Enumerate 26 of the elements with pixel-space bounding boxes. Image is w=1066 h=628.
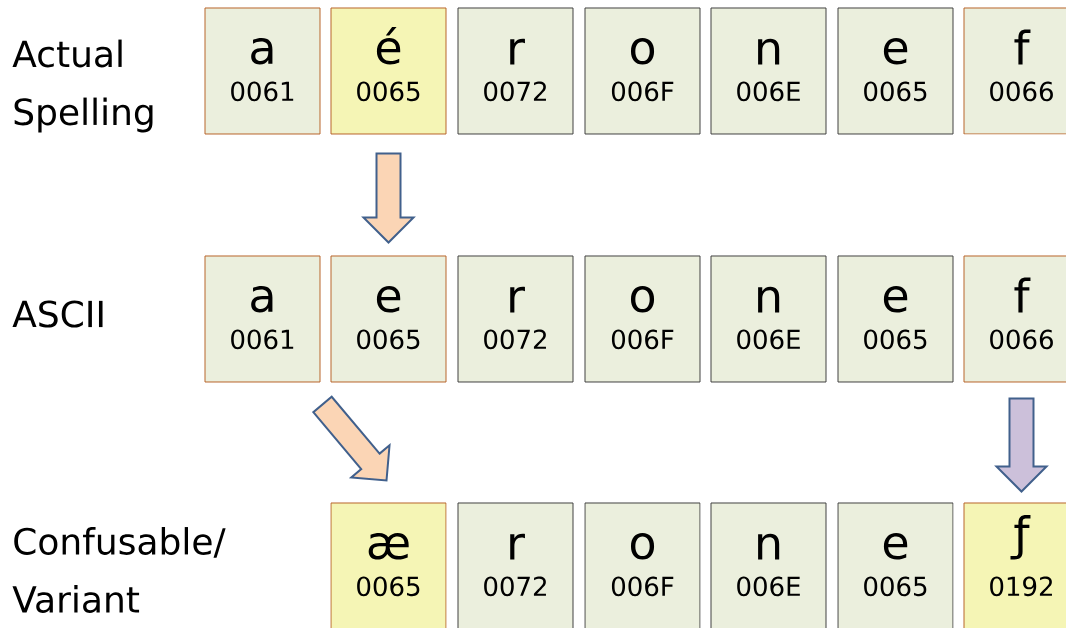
- row-label: ASCII: [12, 300, 103, 328]
- character-tile: n 006E: [710, 502, 827, 628]
- character-tile: e 0065: [837, 502, 954, 628]
- block-arrow: [994, 397, 1049, 493]
- character-tile: r 0072: [457, 502, 574, 628]
- character-tile: o 006F: [584, 7, 701, 135]
- character-tile: f 0066: [963, 7, 1066, 135]
- character-tile: a 0061: [204, 7, 321, 135]
- row-label: Actual Spelling: [12, 39, 153, 133]
- character-tile: a 0061: [204, 255, 321, 383]
- character-tile: e 0065: [837, 7, 954, 135]
- character-tile: r 0072: [457, 7, 574, 135]
- character-tile: f 0066: [963, 255, 1066, 383]
- character-tile: æ 0065: [330, 502, 447, 628]
- block-arrow: [311, 395, 391, 482]
- character-tile: ƒ 0192: [963, 502, 1066, 628]
- character-tile: n 006E: [710, 7, 827, 135]
- character-tile: e 0065: [837, 255, 954, 383]
- character-tile: o 006F: [584, 502, 701, 628]
- character-tile: o 006F: [584, 255, 701, 383]
- character-tile: r 0072: [457, 255, 574, 383]
- character-tile: é 0065: [330, 7, 447, 135]
- character-tile: e 0065: [330, 255, 447, 383]
- block-arrow: [361, 152, 416, 244]
- row-label: Confusable/ Variant: [12, 527, 226, 613]
- character-tile: n 006E: [710, 255, 827, 383]
